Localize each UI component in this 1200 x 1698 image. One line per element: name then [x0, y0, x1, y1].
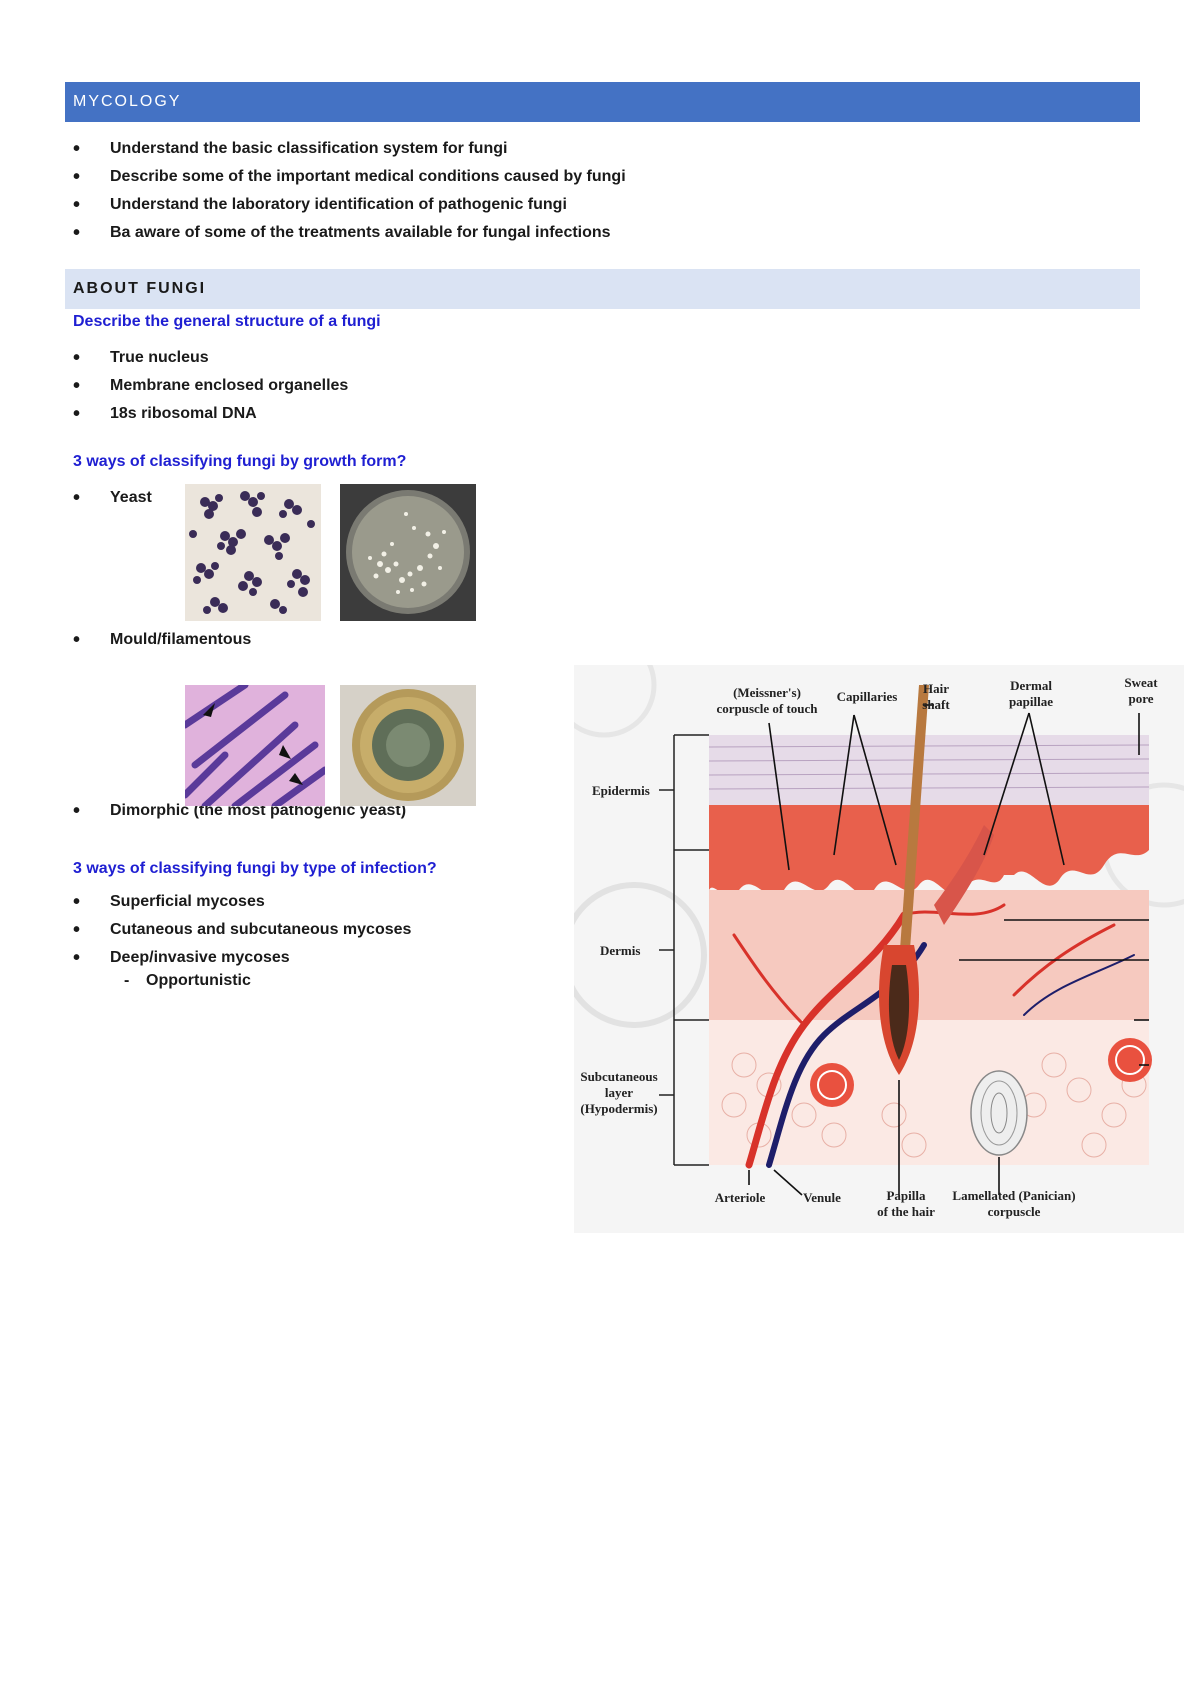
list-item: True nucleus [65, 344, 348, 372]
subitem-label: Opportunistic [146, 972, 251, 989]
yeast-culture-plate [340, 484, 476, 621]
label-epidermis: Epidermis [592, 783, 650, 798]
list-item: Ba aware of some of the treatments avail… [65, 219, 626, 247]
list-item: Deep/invasive mycoses [65, 944, 411, 972]
yeast-micrograph [185, 484, 321, 621]
growth-list-mould: Mould/filamentous [65, 626, 251, 654]
infection-list: Superficial mycoses Cutaneous and subcut… [65, 888, 411, 972]
skin-cross-section-diagram: (Meissner's) corpuscle of touch Capillar… [574, 665, 1184, 1233]
section-heading-mycology: MYCOLOGY [65, 82, 1140, 122]
label-meissner-1: (Meissner's) [733, 685, 801, 700]
list-item: Cutaneous and subcutaneous mycoses [65, 916, 411, 944]
list-item: Membrane enclosed organelles [65, 372, 348, 400]
label-arteriole: Arteriole [715, 1190, 766, 1205]
objectives-list: Understand the basic classification syst… [65, 135, 626, 247]
label-capillaries: Capillaries [837, 689, 898, 704]
list-item: Understand the basic classification syst… [65, 135, 626, 163]
label-dermal-2: papillae [1009, 694, 1053, 709]
label-sweat-2: pore [1128, 691, 1153, 706]
label-lamellated-2: corpuscle [988, 1204, 1041, 1219]
mould-micrograph [185, 685, 325, 806]
label-venule: Venule [803, 1190, 841, 1205]
question-infection-type: 3 ways of classifying fungi by type of i… [73, 860, 437, 877]
label-dermal-1: Dermal [1010, 678, 1052, 693]
label-sweat-1: Sweat [1124, 675, 1158, 690]
growth-list-dimorphic: Dimorphic (the most pathogenic yeast) [65, 797, 406, 825]
infection-subitem: -Opportunistic [124, 972, 251, 989]
label-papilla-1: Papilla [886, 1188, 926, 1203]
list-item: Understand the laboratory identification… [65, 191, 626, 219]
label-subcut-2: layer [605, 1085, 633, 1100]
growth-list-yeast: Yeast [65, 484, 152, 512]
label-subcut-1: Subcutaneous [580, 1069, 657, 1084]
list-item: Mould/filamentous [65, 626, 251, 654]
list-item: Superficial mycoses [65, 888, 411, 916]
structure-list: True nucleus Membrane enclosed organelle… [65, 344, 348, 428]
mould-culture-plate [340, 685, 476, 806]
question-structure: Describe the general structure of a fung… [73, 313, 381, 330]
section-heading-about-fungi: ABOUT FUNGI [65, 269, 1140, 309]
list-item: Dimorphic (the most pathogenic yeast) [65, 797, 406, 825]
label-meissner-2: corpuscle of touch [716, 701, 818, 716]
label-subcut-3: (Hypodermis) [580, 1101, 657, 1116]
list-item: 18s ribosomal DNA [65, 400, 348, 428]
question-growth-form: 3 ways of classifying fungi by growth fo… [73, 453, 407, 470]
label-hair-2: shaft [922, 697, 950, 712]
label-dermis: Dermis [600, 943, 640, 958]
list-item: Yeast [65, 484, 152, 512]
label-papilla-2: of the hair [877, 1204, 935, 1219]
label-hair-1: Hair [923, 681, 949, 696]
label-lamellated-1: Lamellated (Panician) [952, 1188, 1075, 1203]
list-item: Describe some of the important medical c… [65, 163, 626, 191]
